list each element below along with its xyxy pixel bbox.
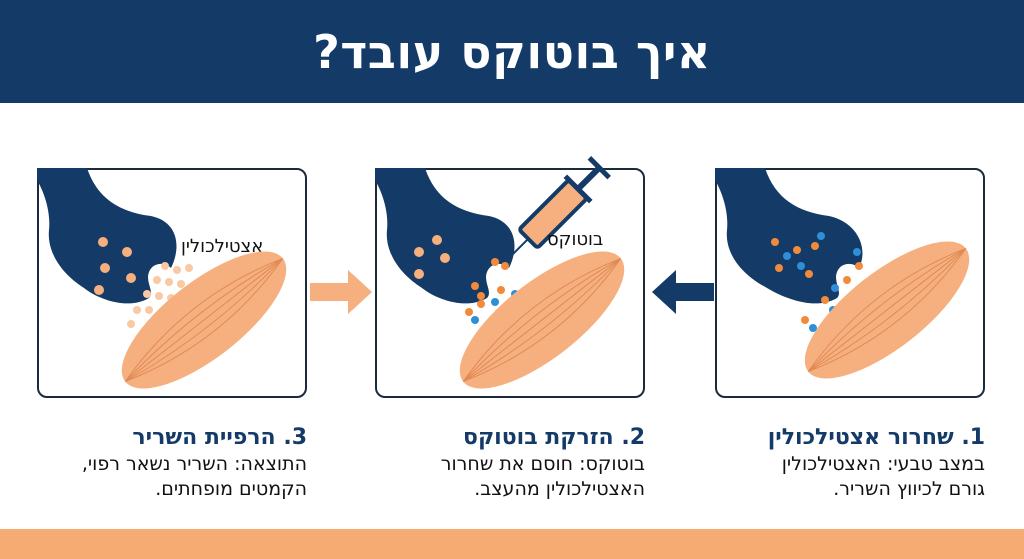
step-3-line-1: התוצאה: השריר נשאר רפוי, (81, 453, 307, 475)
muscle-icon (459, 251, 625, 389)
blocked-molecules (127, 262, 193, 328)
arrow-left-icon (652, 270, 714, 314)
step-1-line-2: גורם לכיווץ השריר. (833, 478, 985, 500)
footer-bar (0, 529, 1024, 559)
step-2-title: 2. הזרקת בוטוקס (463, 425, 645, 450)
muscle-icon (804, 241, 970, 379)
nerve-terminal-icon (715, 168, 863, 304)
syringe-icon (506, 156, 611, 261)
caption-step-3: 3. הרפיית השריר התוצאה: השריר נשאר רפוי,… (37, 424, 307, 502)
header-banner: איך בוטוקס עובד? (0, 0, 1024, 103)
arrow-right-icon (310, 270, 372, 314)
muscle-relaxation-illustration: אצטילכולין (37, 168, 287, 389)
nerve-terminal-icon (37, 168, 177, 304)
acetylcholine-release-illustration (715, 168, 970, 379)
botox-injection-illustration: בוטוקס (375, 156, 625, 389)
acetylcholine-label: אצטילכולין (181, 236, 263, 257)
panel-step-3: אצטילכולין (37, 168, 307, 398)
step-3-line-2: הקמטים מופחתים. (155, 478, 307, 500)
botox-label: בוטוקס (547, 229, 603, 250)
step-1-line-1: במצב טבעי: האצטילכולין (781, 453, 985, 475)
step-3-title: 3. הרפיית השריר (132, 425, 307, 450)
panel-step-2: בוטוקס (375, 156, 645, 398)
step-2-line-1: בוטוקס: חוסם את שחרור (440, 453, 645, 475)
step-2-line-2: האצטילכולין מהעצב. (474, 478, 645, 500)
panel-step-1 (715, 168, 985, 398)
page-title: איך בוטוקס עובד? (313, 24, 711, 79)
nerve-terminal-icon (375, 168, 515, 304)
muscle-icon (121, 251, 287, 389)
step-1-title: 1. שחרור אצטילכולין (767, 425, 985, 450)
caption-step-2: 2. הזרקת בוטוקס בוטוקס: חוסם את שחרור הא… (375, 424, 645, 502)
caption-step-1: 1. שחרור אצטילכולין במצב טבעי: האצטילכול… (715, 424, 985, 502)
